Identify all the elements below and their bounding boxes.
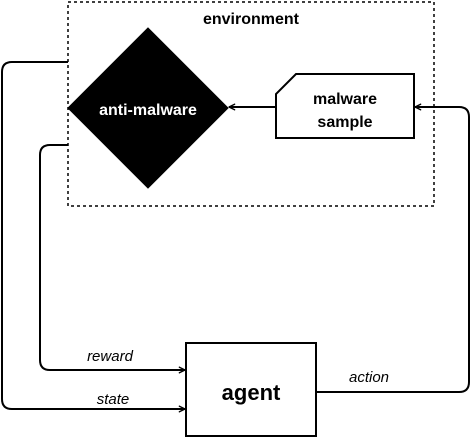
malware-sample-box [275,73,415,139]
agent-label: agent [222,380,281,405]
reward-label: reward [87,348,134,365]
malware-sample-label-line2: sample [317,114,372,131]
agent-box [185,342,317,437]
malware-sample-label-line1: malware [313,91,377,108]
environment-label: environment [203,11,300,28]
action-label: action [349,369,389,386]
reward-arrow [39,144,186,374]
anti-malware-diamond [67,27,229,189]
action-arrow [317,103,470,393]
state-arrow [1,61,186,413]
environment-boundary [67,1,435,207]
state-label: state [97,391,130,408]
anti-malware-label: anti-malware [99,102,197,119]
